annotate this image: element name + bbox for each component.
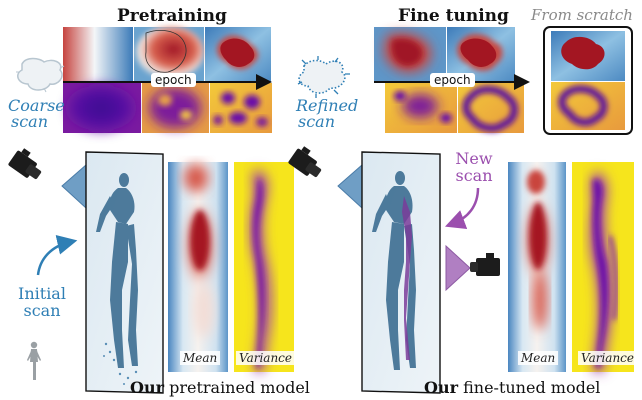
camera-icon: [288, 146, 322, 178]
finetune-mean-tile-2: [447, 27, 515, 82]
initial-scan-line1: Initial: [18, 284, 66, 303]
fine-tuning-heading: Fine tuning: [398, 6, 509, 26]
pretrain-mean-tile-2: [134, 26, 204, 82]
finetune-mean-tile-1: [374, 27, 446, 82]
variance-strip-right: [572, 162, 634, 372]
caption-finetuned-bold: Our: [424, 378, 458, 397]
pretrain-var-tile-1: [63, 83, 141, 133]
pretraining-tiles: [63, 26, 272, 133]
coarse-scan-line2: scan: [11, 112, 49, 131]
mean-strip-left: [168, 162, 228, 372]
new-scan-line2: scan: [455, 166, 493, 185]
finetune-var-tile-1: [385, 83, 457, 133]
pretrain-mean-tile-1: [63, 27, 133, 82]
pretraining-heading: Pretraining: [117, 6, 227, 26]
camera-icon: [8, 148, 42, 180]
mean-strip-right: [508, 162, 566, 372]
variance-label-left: Variance: [236, 351, 295, 365]
caption-pretrained: Our pretrained model: [130, 380, 310, 396]
coarse-scan-shape: [16, 57, 65, 93]
variance-strip-left: [234, 162, 294, 372]
from-scratch-box: [543, 26, 633, 135]
refined-scan-line2: scan: [298, 112, 336, 131]
view-cone-right: [337, 163, 363, 210]
mean-label-right: Mean: [518, 351, 559, 365]
pretrain-var-tile-3: [210, 83, 272, 133]
from-scratch-heading: From scratch: [531, 6, 633, 24]
person-icon: [27, 341, 41, 380]
refined-scan-shape: [297, 56, 350, 98]
new-scan-arrow: [444, 187, 480, 229]
coarse-scan-label: Coarse scan: [8, 98, 65, 130]
caption-pretrained-bold: Our: [130, 378, 164, 397]
view-cone-left: [61, 163, 87, 210]
scan-panel-right: [361, 151, 441, 394]
initial-scan-label: Initial scan: [14, 285, 70, 319]
caption-pretrained-rest: pretrained model: [164, 378, 310, 397]
mean-label-left: Mean: [180, 351, 221, 365]
pretrain-var-tile-2: [142, 83, 209, 133]
epoch-label-2: epoch: [430, 73, 475, 87]
initial-scan-arrow: [36, 234, 78, 276]
caption-finetuned-rest: fine-tuned model: [458, 378, 601, 397]
caption-finetuned: Our fine-tuned model: [424, 380, 600, 396]
finetune-tiles: [374, 27, 524, 133]
epoch-label-1: epoch: [151, 73, 196, 87]
initial-scan-line2: scan: [23, 301, 61, 320]
finetune-var-tile-2: [458, 83, 524, 133]
pretrain-mean-tile-3: [205, 27, 271, 82]
view-cone-new: [445, 244, 471, 292]
refined-scan-line1: Refined: [296, 96, 359, 115]
refined-scan-label: Refined scan: [296, 98, 358, 130]
variance-label-right: Variance: [578, 351, 637, 365]
new-scan-line1: New: [455, 149, 493, 168]
scan-panel-left: [85, 151, 164, 394]
coarse-scan-line1: Coarse: [8, 96, 65, 115]
new-scan-label: New scan: [450, 150, 498, 184]
camera-icon: [470, 253, 500, 276]
